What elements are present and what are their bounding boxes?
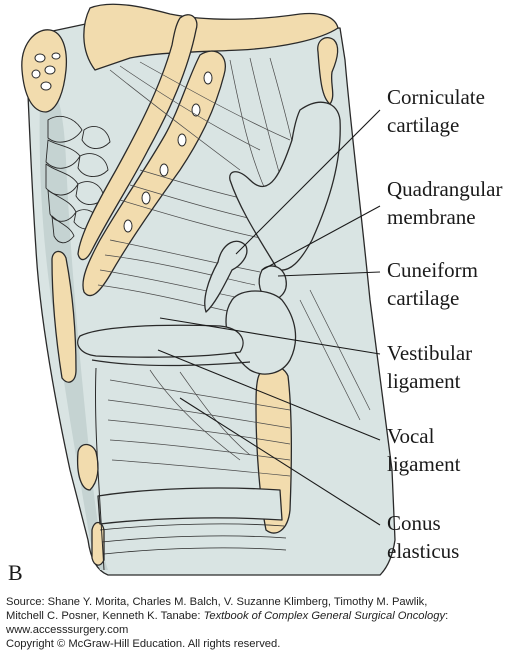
panel-letter: B bbox=[8, 560, 23, 585]
caption-source-line2: Mitchell C. Posner, Kenneth K. Tanabe: T… bbox=[6, 609, 514, 623]
leader-cuneiform bbox=[277, 271, 381, 277]
label-corniculate-line1: Corniculate bbox=[387, 85, 485, 109]
quadrangular-membrane-edge bbox=[229, 101, 341, 271]
membrane-fibres bbox=[97, 57, 371, 477]
caption-copyright: Copyright © McGraw-Hill Education. All r… bbox=[6, 638, 281, 650]
figure-caption: Source: Shane Y. Morita, Charles M. Balc… bbox=[6, 595, 514, 651]
vestibular-fold bbox=[77, 324, 244, 358]
leader-lines bbox=[157, 109, 381, 526]
leader-conus bbox=[179, 397, 381, 526]
top-left-cartilage bbox=[21, 29, 68, 113]
hyoid-cartilage bbox=[83, 3, 339, 71]
left-lateral-cartilage-lower bbox=[76, 443, 99, 491]
label-vocal-line2: ligament bbox=[387, 452, 461, 476]
larynx-drawing bbox=[21, 3, 396, 576]
aryepiglottic-band bbox=[77, 14, 198, 261]
label-conus-line1: Conus bbox=[387, 511, 441, 535]
lumen-outline bbox=[94, 367, 105, 571]
label-corniculate-line2: cartilage bbox=[387, 113, 459, 137]
conus-elasticus-band bbox=[97, 487, 283, 525]
caption-authors: Mitchell C. Posner, Kenneth K. Tanabe: bbox=[6, 610, 204, 622]
vocal-fold-line bbox=[91, 359, 251, 367]
arytenoid-body bbox=[225, 290, 297, 375]
label-vestibular-line1: Vestibular bbox=[387, 341, 472, 365]
left-lateral-cartilage-upper bbox=[51, 250, 77, 383]
label-cuneiform-line1: Cuneiform bbox=[387, 258, 478, 282]
epiglottic-cartilage-band bbox=[82, 50, 226, 297]
leader-vestibular bbox=[159, 317, 381, 355]
label-quadrangular-line1: Quadrangular bbox=[387, 177, 502, 201]
figure-labels: Corniculate cartilage Quadrangular membr… bbox=[8, 85, 502, 585]
label-cuneiform-line2: cartilage bbox=[387, 286, 459, 310]
label-vocal-line1: Vocal bbox=[387, 424, 435, 448]
leader-quadrangular bbox=[261, 205, 381, 271]
corniculate-cartilage bbox=[204, 240, 248, 313]
caption-book-title: Textbook of Complex General Surgical Onc… bbox=[203, 610, 446, 622]
caption-url[interactable]: www.accesssurgery.com bbox=[6, 624, 129, 636]
label-quadrangular-line2: membrane bbox=[387, 205, 476, 229]
leader-corniculate bbox=[235, 109, 381, 255]
label-vestibular-line2: ligament bbox=[387, 369, 461, 393]
leader-vocal bbox=[157, 349, 381, 441]
caption-colon: : bbox=[445, 610, 449, 622]
caption-source-line1: Source: Shane Y. Morita, Charles M. Balc… bbox=[6, 596, 428, 608]
top-right-cartilage bbox=[317, 37, 339, 105]
left-bottom-cartilage bbox=[91, 521, 105, 566]
label-conus-line2: elasticus bbox=[387, 539, 459, 563]
